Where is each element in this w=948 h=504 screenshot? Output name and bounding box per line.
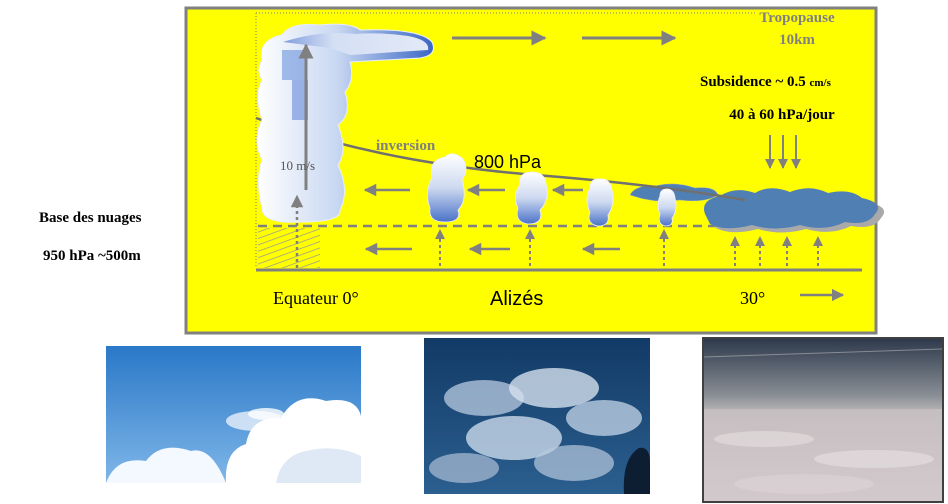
precipitation-hatch [258, 228, 320, 268]
trade-cumulus-photo-icon [424, 338, 650, 494]
cumulus-cloud-1 [427, 153, 467, 223]
stratocumulus-deck [629, 183, 885, 233]
cumulus-cloud-3 [586, 178, 614, 227]
subsidence-rate-label: 40 à 60 hPa/jour [729, 107, 835, 123]
cumulus-cloud-4 [657, 188, 677, 227]
subsidence-label: Subsidence ~ 0.5 cm/s [700, 74, 832, 90]
inversion-label: inversion [376, 138, 436, 154]
cumulonimbus-photo-icon [106, 346, 361, 483]
photo-stratocumulus [702, 337, 944, 503]
equator-label: Equateur 0° [273, 288, 359, 308]
photo-cumulonimbus [106, 346, 361, 483]
tropopause-height-label: 10km [779, 32, 815, 48]
tropopause-label: Tropopause [759, 10, 835, 26]
pressure-800-label: 800 hPa [474, 152, 542, 172]
trade-winds-label: Alizés [490, 288, 543, 310]
cumulus-cloud-2 [515, 171, 548, 225]
cloud-base-value: 950 hPa ~500m [43, 248, 141, 264]
stratocumulus-photo-icon [704, 339, 942, 501]
cloud-base-title: Base des nuages [39, 210, 142, 226]
photo-trade-cumulus [424, 338, 650, 494]
updraft-speed-label: 10 m/s [280, 158, 315, 173]
cumulonimbus-tower [256, 23, 434, 223]
latitude-30-label: 30° [740, 288, 765, 308]
